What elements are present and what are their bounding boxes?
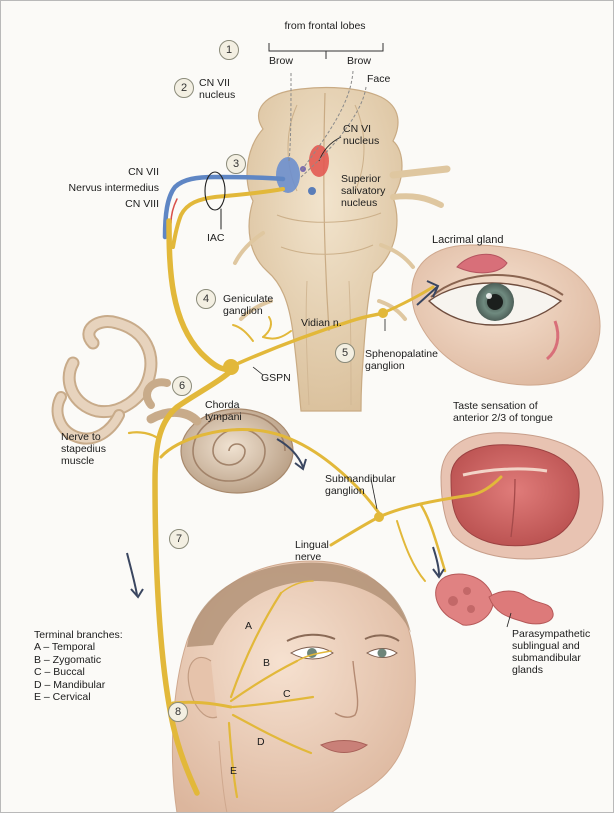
step-marker-4: 4 [196, 289, 216, 309]
branch-letter-c: C [283, 688, 291, 700]
label-taste-sensation: Taste sensation ofanterior 2/3 of tongue [453, 400, 553, 424]
label-lingual-nerve: Lingualnerve [295, 539, 329, 563]
label-brow-left: Brow [269, 55, 293, 67]
label-vidian-nerve: Vidian n. [301, 317, 342, 329]
label-lacrimal-gland: Lacrimal gland [432, 234, 504, 246]
label-brow-right: Brow [347, 55, 371, 67]
step-marker-3: 3 [226, 154, 246, 174]
label-cn7-nucleus: CN VIInucleus [199, 77, 235, 101]
label-gspn: GSPN [261, 372, 291, 384]
label-nerve-to-stapedius: Nerve tostapediusmuscle [61, 431, 106, 467]
label-cn8: CN VIII [21, 198, 159, 210]
branch-letter-d: D [257, 736, 265, 748]
label-cn7: CN VII [21, 166, 159, 178]
step-marker-6: 6 [172, 376, 192, 396]
label-chorda-tympani: Chordatympani [205, 399, 242, 423]
terminal-branch-item: B – Zygomatic [34, 654, 123, 666]
label-cn6-nucleus: CN VInucleus [343, 123, 379, 147]
eye [412, 245, 600, 385]
label-nervus-intermedius: Nervus intermedius [21, 182, 159, 194]
label-face: Face [367, 73, 390, 85]
terminal-branch-item: D – Mandibular [34, 679, 123, 691]
terminal-branches-legend: Terminal branches: A – Temporal B – Zygo… [34, 629, 123, 703]
terminal-branches-title: Terminal branches: [34, 629, 123, 641]
label-sphenopalatine-ganglion: Sphenopalatineganglion [365, 348, 438, 372]
label-iac: IAC [207, 232, 225, 244]
step-marker-8: 8 [168, 702, 188, 722]
branch-letter-b: B [263, 657, 270, 669]
branch-letter-a: A [245, 620, 252, 632]
label-superior-salivatory: Superiorsalivatorynucleus [341, 173, 385, 209]
terminal-branch-item: A – Temporal [34, 641, 123, 653]
step-marker-1: 1 [219, 40, 239, 60]
step-marker-7: 7 [169, 529, 189, 549]
step-marker-5: 5 [335, 343, 355, 363]
step-marker-2: 2 [174, 78, 194, 98]
label-submandibular-ganglion: Submandibularganglion [325, 473, 396, 497]
face [172, 561, 415, 812]
label-from-frontal-lobes: from frontal lobes [265, 20, 385, 32]
branch-letter-e: E [230, 765, 237, 777]
terminal-branch-item: C – Buccal [34, 666, 123, 678]
salivary-glands [436, 574, 554, 625]
label-geniculate-ganglion: Geniculateganglion [223, 293, 273, 317]
terminal-branch-item: E – Cervical [34, 691, 123, 703]
label-parasympathetic-glands: Parasympatheticsublingual andsubmandibul… [512, 628, 590, 676]
